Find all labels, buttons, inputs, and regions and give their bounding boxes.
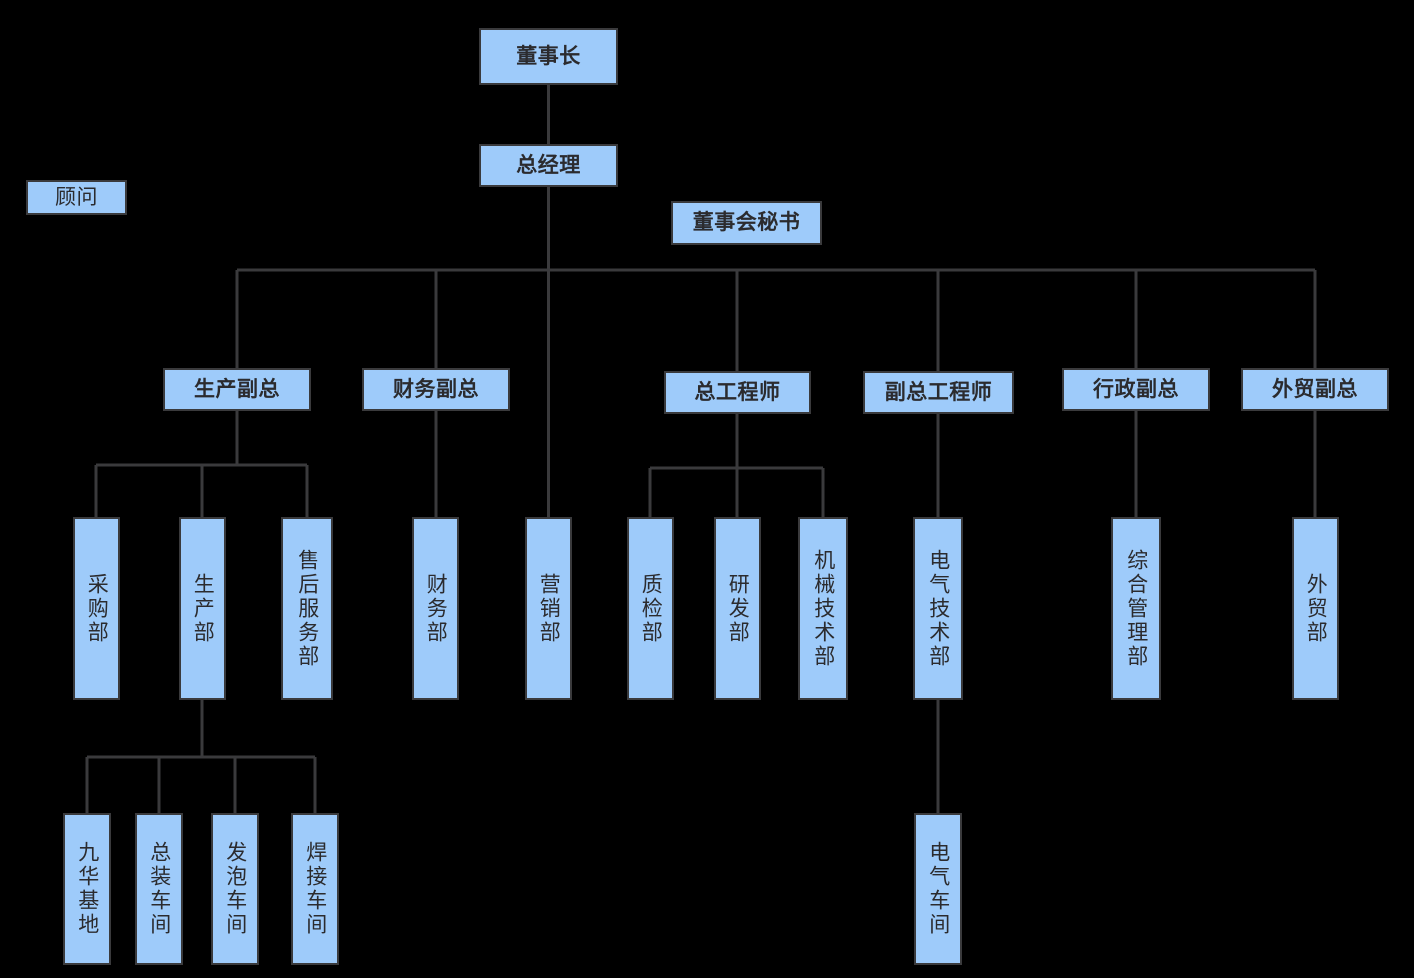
node-vp-production-label: 生产副总 [194,377,280,401]
node-deputy-chief-engineer[interactable]: 副总工程师 [863,371,1014,414]
node-dept-purchasing[interactable]: 采购部 [73,517,120,700]
node-dept-mechanical-label: 机械技术部 [811,548,835,669]
node-general-manager-label: 总经理 [516,153,581,177]
node-shop-foaming-label: 发泡车间 [223,841,247,937]
node-dept-mechanical[interactable]: 机械技术部 [798,517,848,700]
node-vp-administration-label: 行政副总 [1093,377,1179,401]
node-dept-production[interactable]: 生产部 [179,517,226,700]
node-shop-assembly[interactable]: 总装车间 [135,813,183,965]
node-dept-finance[interactable]: 财务部 [412,517,459,700]
node-dept-after-sales[interactable]: 售后服务部 [281,517,333,700]
node-general-manager[interactable]: 总经理 [479,144,618,187]
node-chairman[interactable]: 董事长 [479,28,618,85]
node-chairman-label: 董事长 [516,44,581,68]
node-shop-electrical-label: 电气车间 [926,841,950,937]
node-shop-jiuhua-base[interactable]: 九华基地 [63,813,111,965]
node-vp-foreign-trade-label: 外贸副总 [1272,377,1358,401]
node-dept-finance-label: 财务部 [424,572,448,645]
node-board-secretary-label: 董事会秘书 [692,211,801,235]
node-dept-production-label: 生产部 [191,572,215,645]
node-shop-foaming[interactable]: 发泡车间 [211,813,259,965]
node-dept-rnd-label: 研发部 [726,572,750,645]
node-dept-electrical-label: 电气技术部 [926,548,950,669]
node-chief-engineer[interactable]: 总工程师 [664,371,811,414]
node-shop-assembly-label: 总装车间 [147,841,171,937]
node-dept-foreign-trade[interactable]: 外贸部 [1292,517,1339,700]
node-dept-foreign-trade-label: 外贸部 [1304,572,1328,645]
node-dept-marketing-label: 营销部 [537,572,561,645]
node-consultant-label: 顾问 [55,185,98,209]
node-dept-general-admin[interactable]: 综合管理部 [1111,517,1161,700]
node-dept-quality[interactable]: 质检部 [627,517,674,700]
node-vp-production[interactable]: 生产副总 [163,368,311,411]
node-dept-purchasing-label: 采购部 [85,572,109,645]
node-vp-finance-label: 财务副总 [393,377,479,401]
node-chief-engineer-label: 总工程师 [694,380,781,404]
node-dept-quality-label: 质检部 [639,572,663,645]
node-shop-electrical[interactable]: 电气车间 [914,813,962,965]
node-vp-finance[interactable]: 财务副总 [362,368,510,411]
node-deputy-chief-engineer-label: 副总工程师 [884,380,993,404]
node-consultant[interactable]: 顾问 [26,180,127,215]
node-shop-welding-label: 焊接车间 [303,841,327,937]
node-dept-after-sales-label: 售后服务部 [295,548,319,669]
node-dept-general-admin-label: 综合管理部 [1124,548,1148,669]
node-vp-foreign-trade[interactable]: 外贸副总 [1241,368,1389,411]
node-vp-administration[interactable]: 行政副总 [1062,368,1210,411]
node-shop-welding[interactable]: 焊接车间 [291,813,339,965]
node-dept-rnd[interactable]: 研发部 [714,517,761,700]
node-dept-electrical[interactable]: 电气技术部 [913,517,963,700]
node-board-secretary[interactable]: 董事会秘书 [671,201,822,245]
node-shop-jiuhua-base-label: 九华基地 [75,841,99,937]
node-dept-marketing[interactable]: 营销部 [525,517,572,700]
